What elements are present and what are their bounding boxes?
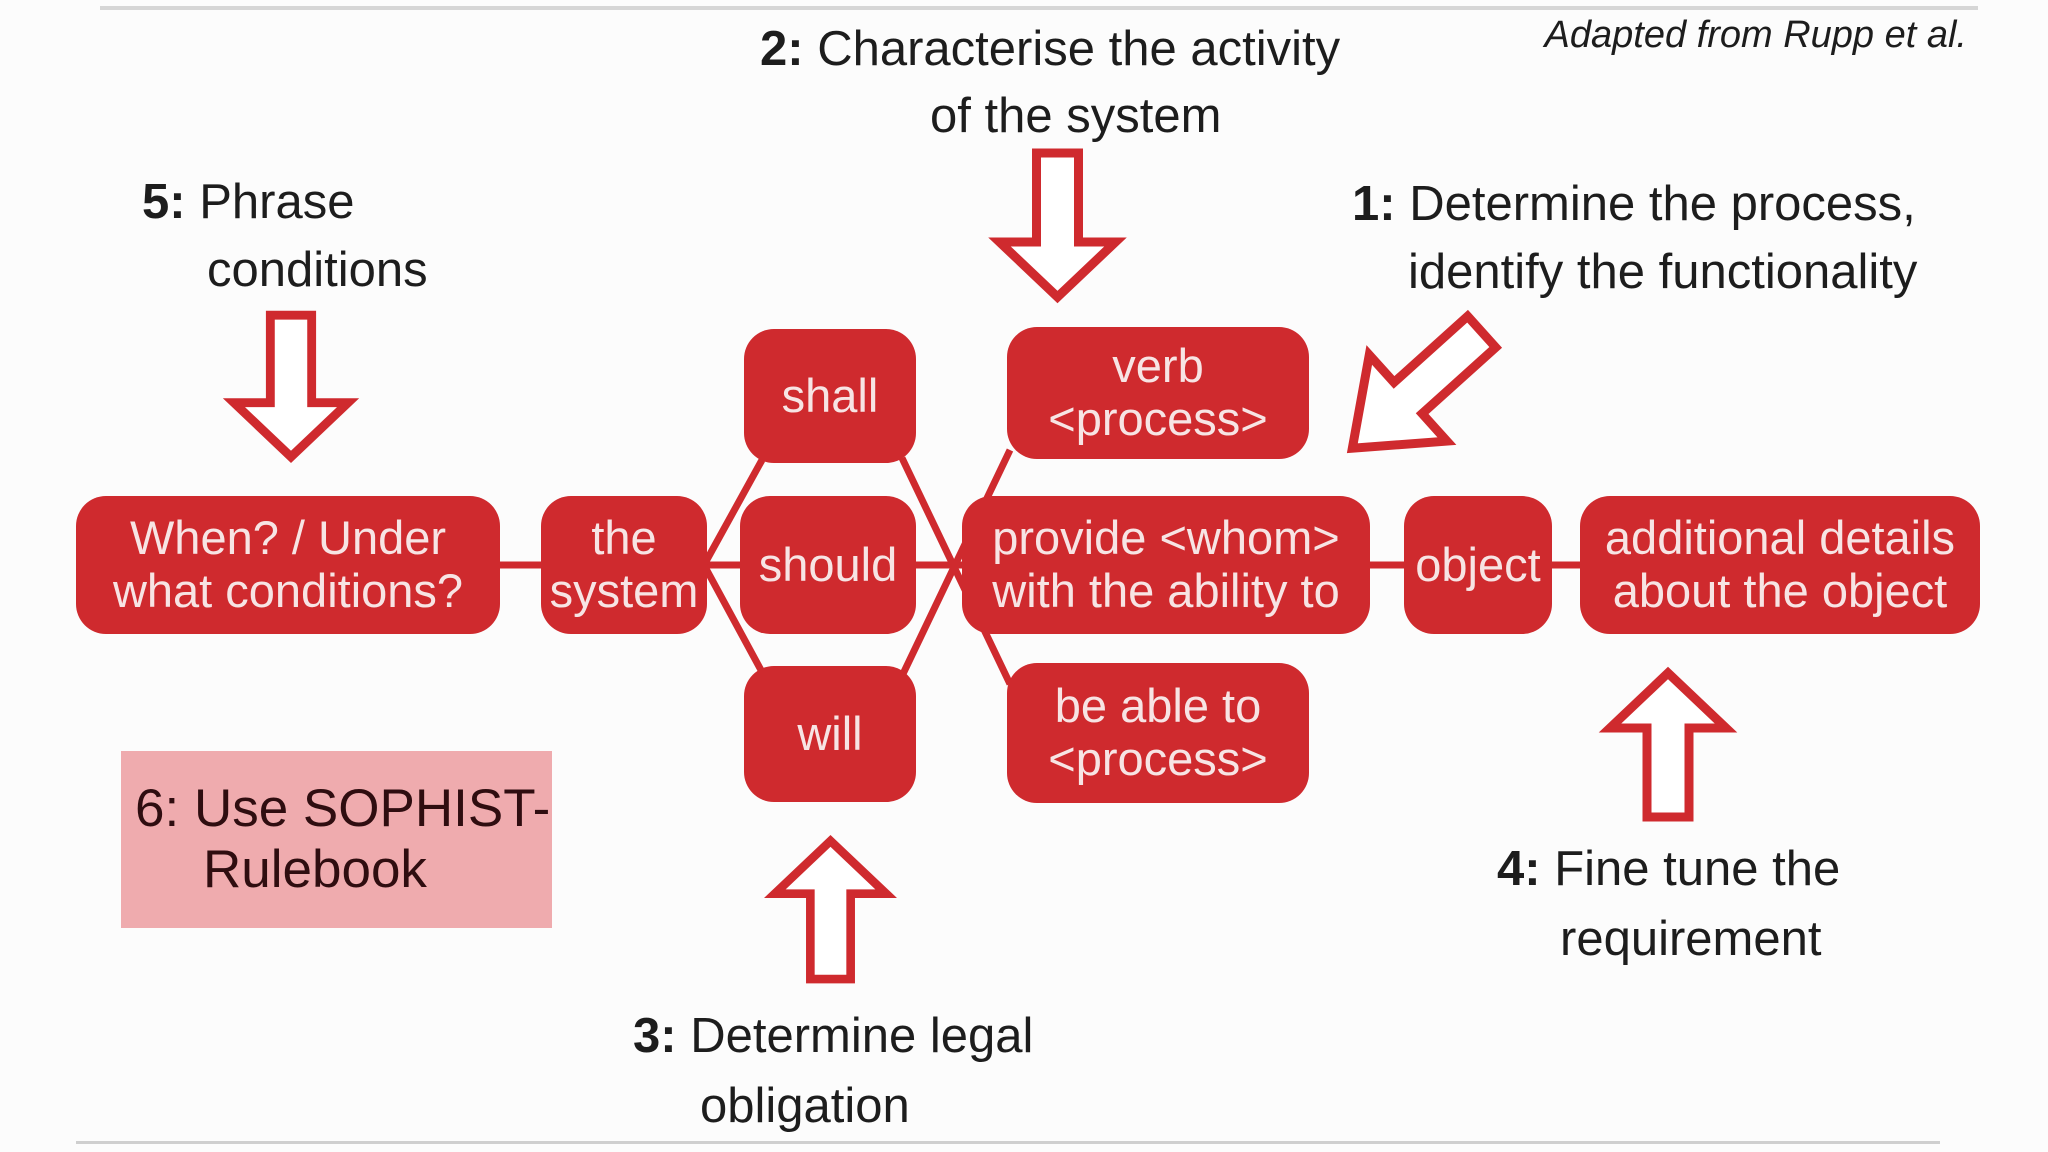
step6-number: 6: (135, 778, 180, 838)
sophist-rulebook-box: 6: Use SOPHIST- Rulebook (121, 751, 552, 928)
beable-box-line1: be able to (1054, 679, 1262, 733)
note-step5-line1: 5: Phrase (142, 178, 354, 227)
note-step4-line2: requirement (1560, 912, 1822, 966)
note-step3-line2: obligation (700, 1079, 910, 1133)
connector-line (700, 563, 766, 674)
sophist-line1: 6: Use SOPHIST- (135, 779, 552, 840)
credit-text: Adapted from Rupp et al. (1544, 14, 1967, 56)
step4-number: 4: (1497, 842, 1541, 896)
connector-line (700, 458, 766, 567)
beable-box-line2: <process> (1048, 732, 1268, 785)
step1-number: 1: (1352, 177, 1396, 231)
verb-box-line2: <process> (1048, 392, 1268, 445)
system-box-line1: the (591, 511, 657, 565)
step2-text: Characterise the activity (817, 22, 1341, 76)
condition-box-line2: what conditions? (112, 564, 464, 617)
note-step4-line1: 4: Fine tune the (1497, 845, 1840, 894)
verb-box: verb <process> (1007, 327, 1309, 459)
object-box-label: object (1415, 537, 1541, 591)
top-rule (100, 6, 1978, 10)
step3-number: 3: (633, 1009, 677, 1063)
note-step2-line2: of the system (930, 89, 1222, 143)
details-box-line1: additional details (1604, 511, 1956, 565)
arrow-up-step3-icon (764, 834, 897, 984)
provide-box-line1: provide <whom> (992, 511, 1340, 565)
will-box-label: will (797, 706, 863, 760)
arrow-up-step4-icon (1598, 666, 1738, 822)
step5-text: Phrase (199, 175, 355, 229)
provide-box: provide <whom> with the ability to (962, 496, 1370, 634)
provide-box-line2: with the ability to (992, 564, 1340, 617)
condition-box-line1: When? / Under (129, 511, 447, 565)
shall-box-label: shall (781, 368, 879, 422)
note-step3-line1: 3: Determine legal (633, 1012, 1033, 1061)
object-box: object (1404, 496, 1552, 634)
arrow-down-step2-icon (988, 148, 1127, 304)
verb-box-line1: verb (1112, 339, 1204, 393)
note-step2-line1: 2: Characterise the activity (760, 25, 1340, 74)
note-step1-line1: 1: Determine the process, (1352, 180, 1916, 229)
note-step5-line2: conditions (207, 243, 428, 297)
system-box: the system (541, 496, 707, 634)
step6-text: Use SOPHIST- (193, 778, 551, 838)
will-box: will (744, 666, 916, 802)
step2-number: 2: (760, 22, 804, 76)
step5-number: 5: (142, 175, 186, 229)
arrow-down-step5-icon (222, 310, 360, 463)
should-box: should (740, 496, 916, 634)
note-step1-line2: identify the functionality (1408, 245, 1918, 299)
sophist-line2: Rulebook (203, 839, 427, 899)
details-box: additional details about the object (1580, 496, 1980, 634)
beable-box: be able to <process> (1007, 663, 1309, 803)
arrow-diagonal-step1-icon (1346, 309, 1503, 454)
step4-text: Fine tune the (1554, 842, 1841, 896)
bottom-rule (76, 1141, 1940, 1144)
step3-text: Determine legal (690, 1009, 1034, 1063)
step1-text: Determine the process, (1409, 177, 1916, 231)
should-box-label: should (758, 537, 898, 591)
shall-box: shall (744, 329, 916, 463)
details-box-line2: about the object (1612, 564, 1948, 617)
condition-box: When? / Under what conditions? (76, 496, 500, 634)
system-box-line2: system (549, 564, 699, 617)
